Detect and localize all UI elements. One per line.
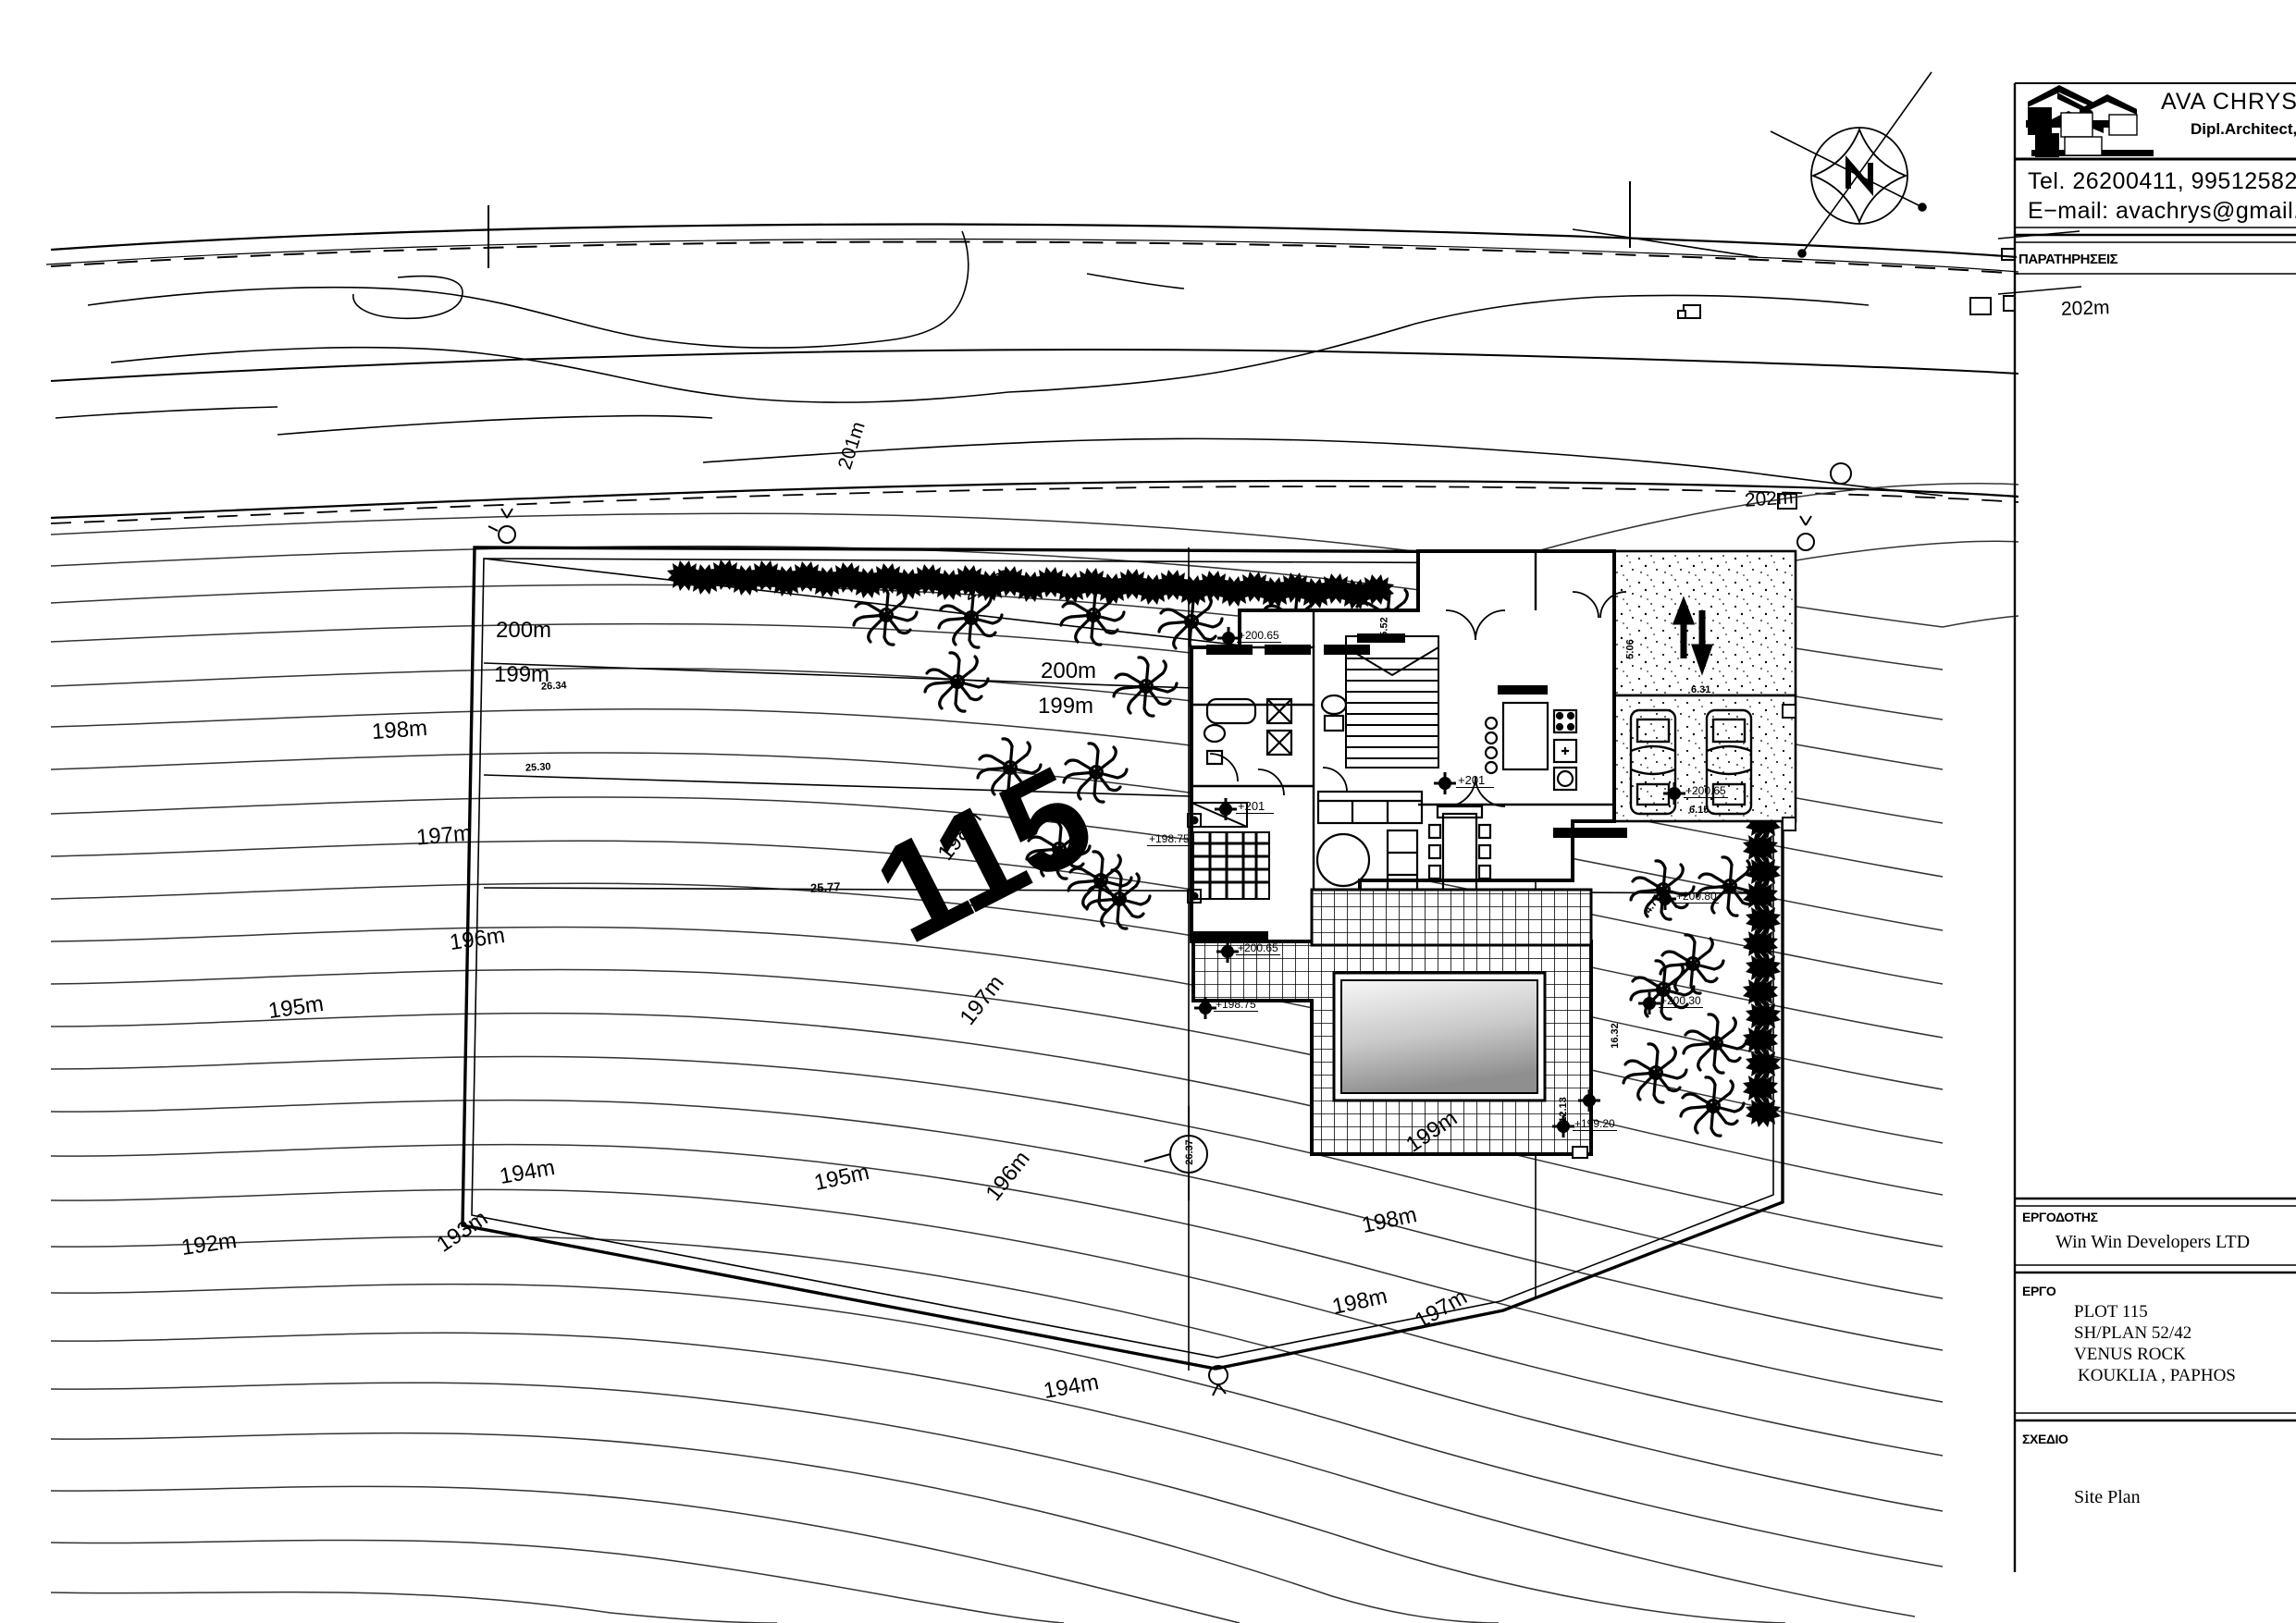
spot-elevation-label: +198.75 [1214, 998, 1258, 1012]
contour-label: 198m [371, 715, 428, 745]
car-symbol [1705, 708, 1753, 816]
utility-markers [1572, 704, 1796, 1159]
contour-label: 202m [1744, 486, 1795, 511]
road-edge-detail [55, 228, 1944, 497]
firm-name: AVA CHRYSANT [2161, 89, 2296, 115]
spot-elevation-label: +200.30 [1659, 994, 1703, 1008]
client-value: Win Win Developers LTD [2055, 1232, 2251, 1252]
spot-elevation-markers [1194, 627, 1685, 1137]
spot-elevation-label: +201 [1456, 773, 1495, 788]
spot-elevation-label: +200.65 [1237, 629, 1281, 643]
titleblock-frame [1997, 82, 2296, 1572]
dimension-label: 25.30 [525, 761, 551, 774]
contour-label: 199m [494, 662, 550, 687]
contour-label: 202m [2060, 297, 2110, 320]
firm-qualification: Dipl.Architect, M.S [2191, 120, 2296, 138]
contour-label: 199m [1038, 694, 1094, 719]
project-line-4: KOUKLIA , PAPHOS [2078, 1366, 2236, 1385]
access-road [45, 223, 2019, 524]
dimension-label: 5.06 [1624, 639, 1636, 659]
spot-elevation-label: +200.65 [1684, 784, 1728, 798]
project-line-2: SH/PLAN 52/42 [2074, 1323, 2192, 1343]
dimension-label: 6.31 [1691, 684, 1711, 695]
firm-email: E−mail: avachrys@gmail.com [2028, 198, 2296, 224]
north-arrow-icon [1770, 71, 1932, 258]
contour-label: 197m [414, 820, 474, 851]
dimension-label: 26.37 [1183, 1139, 1195, 1165]
dimension-label: 12.13 [1557, 1097, 1569, 1123]
project-label: ΕΡΓΟ [2022, 1284, 2056, 1298]
house-logo-icon [2026, 85, 2154, 157]
contour-label: 200m [496, 618, 552, 643]
project-line-1: PLOT 115 [2074, 1302, 2148, 1322]
dimension-label: 6.15 [1689, 805, 1710, 816]
client-label: ΕΡΓΟΔΟΤΗΣ [2022, 1210, 2098, 1224]
spot-elevation-label: +201 [1236, 799, 1275, 814]
swimming-pool [1332, 971, 1547, 1102]
drawing-label: ΣΧΕΔΙΟ [2022, 1432, 2068, 1446]
project-line-3: VENUS ROCK [2074, 1345, 2186, 1364]
spot-elevation-label: +198.75 [1147, 832, 1191, 846]
drawing-value: Site Plan [2074, 1487, 2141, 1507]
contour-label: 200m [1041, 658, 1097, 683]
firm-phone: Tel. 26200411, 99512582 [2028, 168, 2296, 194]
kitchen-fixtures [1484, 701, 1578, 792]
door-swings [1209, 591, 1627, 807]
dimension-label: 25.77 [809, 879, 841, 895]
spot-elevation-label: +200.65 [1236, 941, 1280, 955]
bedroom-furniture [1187, 802, 1270, 904]
dimension-label: 26.34 [540, 680, 567, 693]
spot-elevation-label: +200.80 [1674, 890, 1719, 904]
bathroom-fixtures [1203, 694, 1348, 766]
dimension-label: 16.32 [1609, 1023, 1621, 1049]
dimension-label: 5.52 [1378, 617, 1390, 637]
spot-elevation-label: +199.20 [1573, 1117, 1617, 1131]
parking-area [1612, 549, 1797, 823]
car-symbol [1629, 708, 1677, 816]
notes-label: ΠΑΡΑΤΗΡΗΣΕΙΣ [2018, 252, 2118, 267]
